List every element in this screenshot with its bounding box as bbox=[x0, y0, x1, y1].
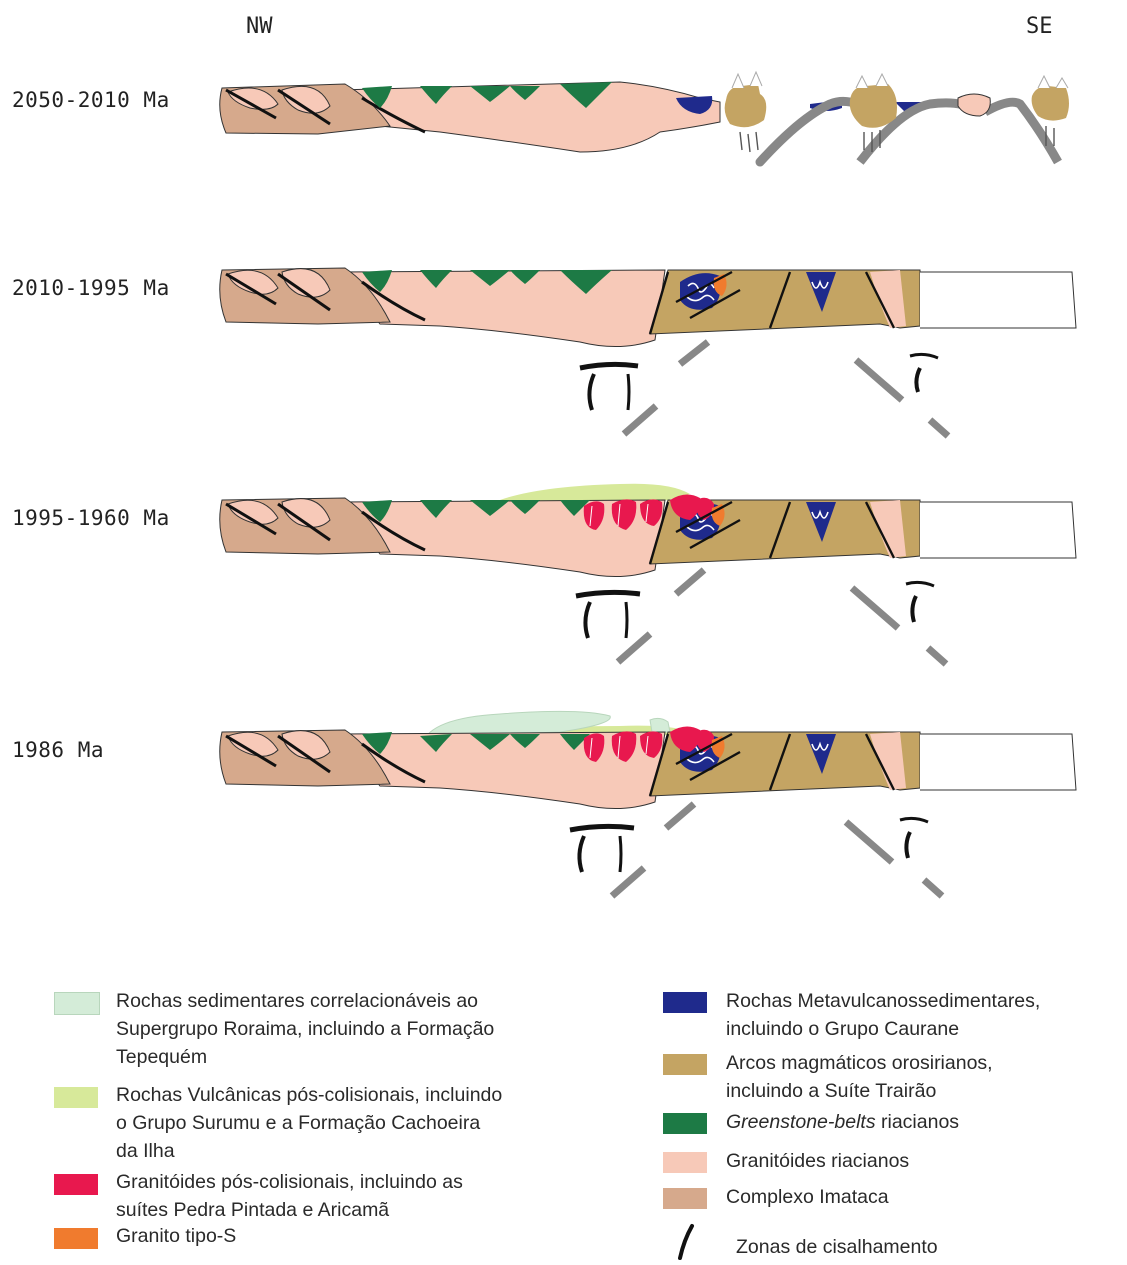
legend-swatch-volcanic bbox=[54, 1087, 98, 1108]
legend-label-volcanic: Rochas Vulcânicas pós-colisionais, inclu… bbox=[116, 1081, 502, 1165]
legend-label-arc: Arcos magmáticos orosirianos,incluindo a… bbox=[726, 1049, 993, 1105]
shear-zone-symbol bbox=[912, 596, 916, 622]
shear-zone-legend-icon bbox=[672, 1222, 702, 1262]
subducting-slab bbox=[924, 880, 942, 896]
legend-label-metavolcanic: Rochas Metavulcanossedimentares,incluind… bbox=[726, 987, 1040, 1043]
subducting-slab bbox=[618, 634, 650, 662]
legend-swatch-arc bbox=[663, 1054, 707, 1075]
shear-zone-symbol bbox=[579, 836, 584, 872]
shear-zone-symbol bbox=[576, 592, 640, 596]
shear-zone-symbol bbox=[626, 602, 627, 638]
legend-label-imataca: Complexo Imataca bbox=[726, 1183, 889, 1211]
shear-zone-symbol bbox=[910, 354, 938, 358]
shear-zone-symbol bbox=[916, 368, 920, 392]
magmatic-arc bbox=[1032, 86, 1069, 121]
subducting-slab bbox=[760, 101, 850, 162]
legend-swatch-greenstone bbox=[663, 1113, 707, 1134]
future-crust-outline bbox=[920, 734, 1076, 790]
legend-swatch-granitoid bbox=[663, 1152, 707, 1173]
subducting-slab bbox=[930, 420, 948, 436]
shear-zone-symbol bbox=[900, 818, 928, 822]
legend-label-s-type-granite: Granito tipo-S bbox=[116, 1222, 236, 1250]
legend-label-granitoid: Granitóides riacianos bbox=[726, 1147, 909, 1175]
legend-label-shear-zone: Zonas de cisalhamento bbox=[736, 1233, 938, 1261]
subducting-slab bbox=[676, 570, 704, 594]
shear-zone-symbol bbox=[570, 826, 634, 830]
subducting-slab bbox=[846, 822, 892, 862]
shear-zone-symbol bbox=[620, 836, 621, 872]
arc-peaks bbox=[732, 72, 1068, 88]
cross-section-2010-1995 bbox=[0, 230, 1127, 460]
subducting-slab bbox=[680, 342, 708, 364]
legend-swatch-sedimentary bbox=[54, 992, 100, 1015]
magmatic-arc bbox=[725, 84, 767, 127]
future-crust-outline bbox=[920, 502, 1076, 558]
shear-zone-symbol bbox=[580, 364, 638, 368]
legend-swatch-imataca bbox=[663, 1188, 707, 1209]
cross-section-1995-1960 bbox=[0, 460, 1127, 690]
granitoid-body bbox=[340, 270, 665, 347]
magmatic-arc bbox=[850, 84, 897, 128]
shear-zone-symbol bbox=[585, 602, 590, 638]
shear-zone-symbol bbox=[589, 374, 594, 410]
cross-section-2050-2010 bbox=[0, 0, 1127, 200]
cross-section-1986 bbox=[0, 692, 1127, 922]
subducting-slab bbox=[624, 406, 656, 434]
legend-swatch-post-collisional bbox=[54, 1174, 98, 1195]
legend-label-greenstone: Greenstone-belts riacianos bbox=[726, 1108, 959, 1136]
sedimentary-cover bbox=[650, 718, 670, 732]
shear-zone-symbol bbox=[906, 582, 934, 586]
granitoid-island bbox=[958, 94, 990, 116]
subducting-slab bbox=[612, 868, 644, 896]
future-crust-outline bbox=[920, 272, 1076, 328]
shear-zone-symbol bbox=[628, 374, 629, 410]
subducting-slab bbox=[666, 804, 694, 828]
legend-label-sedimentary: Rochas sedimentares correlacionáveis aoS… bbox=[116, 987, 494, 1071]
subducting-slab bbox=[928, 648, 946, 664]
subducting-slab bbox=[852, 588, 898, 628]
shear-zone-symbol bbox=[906, 832, 910, 858]
legend-swatch-s-type-granite bbox=[54, 1228, 98, 1249]
subducting-slab bbox=[856, 360, 902, 400]
legend-swatch-metavolcanic bbox=[663, 992, 707, 1013]
legend-label-post-collisional: Granitóides pós-colisionais, incluindo a… bbox=[116, 1168, 463, 1224]
